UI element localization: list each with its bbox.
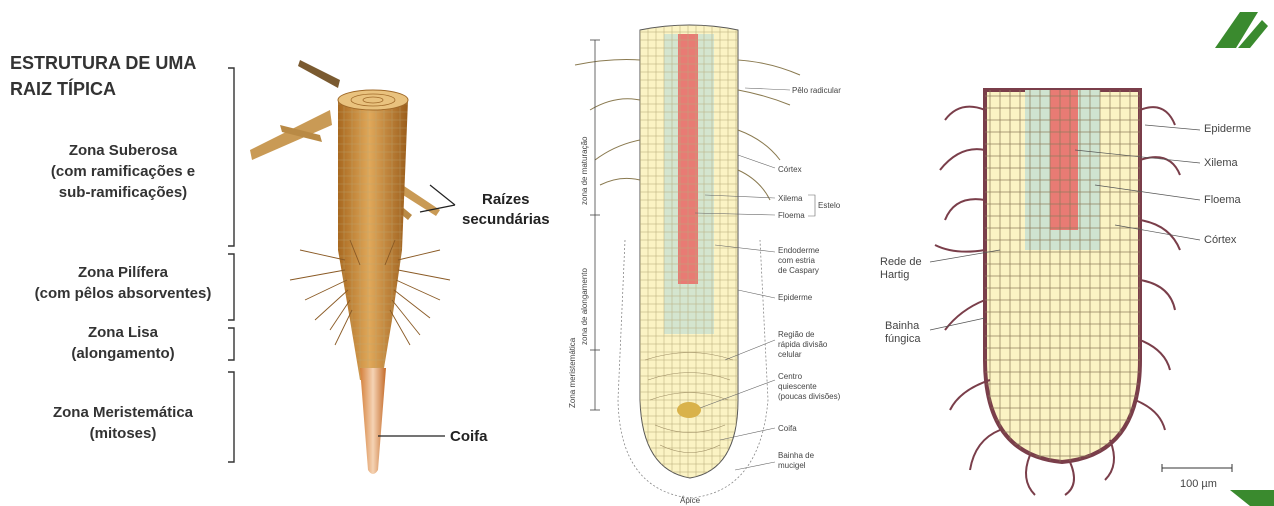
phloem-label-3: Floema [1204, 194, 1241, 207]
section-cap-label: Coifa [778, 424, 797, 434]
mucigel-line1: Bainha de [778, 451, 814, 461]
zone-elongation-label: zona de alongamento [580, 268, 589, 345]
zone-meristematica-label: Zona Meristemática (mitoses) [18, 402, 228, 444]
division-line3: celular [778, 350, 827, 360]
zone-meristematica-line1: Zona Meristemática [18, 402, 228, 423]
endodermis-label: Endoderme com estria de Caspary [778, 246, 819, 276]
zone-pilifera-label: Zona Pilífera (com pêlos absorventes) [18, 262, 228, 304]
xylem-label: Xilema [778, 194, 802, 204]
zone-brackets [228, 68, 234, 462]
logo-mark [1215, 12, 1274, 506]
endodermis-line1: Endoderme [778, 246, 819, 256]
quiescent-line2: quiescente [778, 382, 840, 392]
mucigel-line2: mucigel [778, 461, 814, 471]
endodermis-line3: de Caspary [778, 266, 819, 276]
division-line2: rápida divisão [778, 340, 827, 350]
fungal-sheath-label: Bainha fúngica [885, 320, 920, 346]
cap-callout: Coifa [450, 427, 488, 447]
bracket-meristematica [228, 372, 234, 462]
zone-meristematica-line2: (mitoses) [18, 423, 228, 444]
page-title: ESTRUTURA DE UMA RAIZ TÍPICA [10, 50, 196, 102]
sheath-line1: Bainha [885, 320, 920, 333]
bracket-lisa [228, 328, 234, 360]
zone-maturation-label: zona de maturação [580, 137, 589, 206]
quiescent-line1: Centro [778, 372, 840, 382]
zone-lisa-line1: Zona Lisa [18, 322, 228, 343]
zone-pilifera-line2: (com pêlos absorventes) [18, 283, 228, 304]
title-line-1: ESTRUTURA DE UMA [10, 50, 196, 76]
zone-axis [590, 40, 600, 410]
longitudinal-root-section [575, 25, 800, 498]
scale-bar [1162, 464, 1232, 472]
zone-lisa-label: Zona Lisa (alongamento) [18, 322, 228, 364]
quiescent-line3: (poucas divisões) [778, 392, 840, 402]
scale-label: 100 µm [1180, 478, 1217, 491]
zone-lisa-line2: (alongamento) [18, 343, 228, 364]
division-line1: Região de [778, 330, 827, 340]
phloem-label: Floema [778, 211, 805, 221]
root-illustration [250, 60, 450, 474]
zone-suberosa-line3: sub-ramificações) [18, 182, 228, 203]
bracket-pilifera [228, 254, 234, 320]
zone-suberosa-line1: Zona Suberosa [18, 140, 228, 161]
root-hair-label: Pêlo radicular [792, 86, 841, 96]
hartig-line1: Rede de [880, 256, 922, 269]
hartig-line2: Hartig [880, 269, 922, 282]
epidermis-label-3: Epiderme [1204, 123, 1251, 136]
cortex-label-3: Córtex [1204, 234, 1236, 247]
quiescent-label: Centro quiescente (poucas divisões) [778, 372, 840, 402]
title-line-2: RAIZ TÍPICA [10, 76, 196, 102]
sheath-line2: fúngica [885, 333, 920, 346]
xylem-label-3: Xilema [1204, 157, 1238, 170]
mycorrhiza-section [935, 90, 1180, 495]
stele-label: Estelo [818, 201, 840, 211]
secondary-roots-line1: Raízes [462, 190, 550, 210]
zone-pilifera-line1: Zona Pilífera [18, 262, 228, 283]
secondary-roots-callout: Raízes secundárias [462, 190, 550, 230]
cortex-label: Córtex [778, 165, 802, 175]
bracket-suberosa [228, 68, 234, 246]
epidermis-label: Epiderme [778, 293, 812, 303]
mucigel-label: Bainha de mucigel [778, 451, 814, 471]
apex-label: Ápice [680, 496, 700, 506]
zone-suberosa-line2: (com ramificações e [18, 161, 228, 182]
zone-suberosa-label: Zona Suberosa (com ramificações e sub-ra… [18, 140, 228, 203]
hartig-label: Rede de Hartig [880, 256, 922, 282]
endodermis-line2: com estria [778, 256, 819, 266]
zone-meristematic-label: Zona meristemática [568, 338, 577, 408]
division-label: Região de rápida divisão celular [778, 330, 827, 360]
secondary-roots-line2: secundárias [462, 210, 550, 230]
